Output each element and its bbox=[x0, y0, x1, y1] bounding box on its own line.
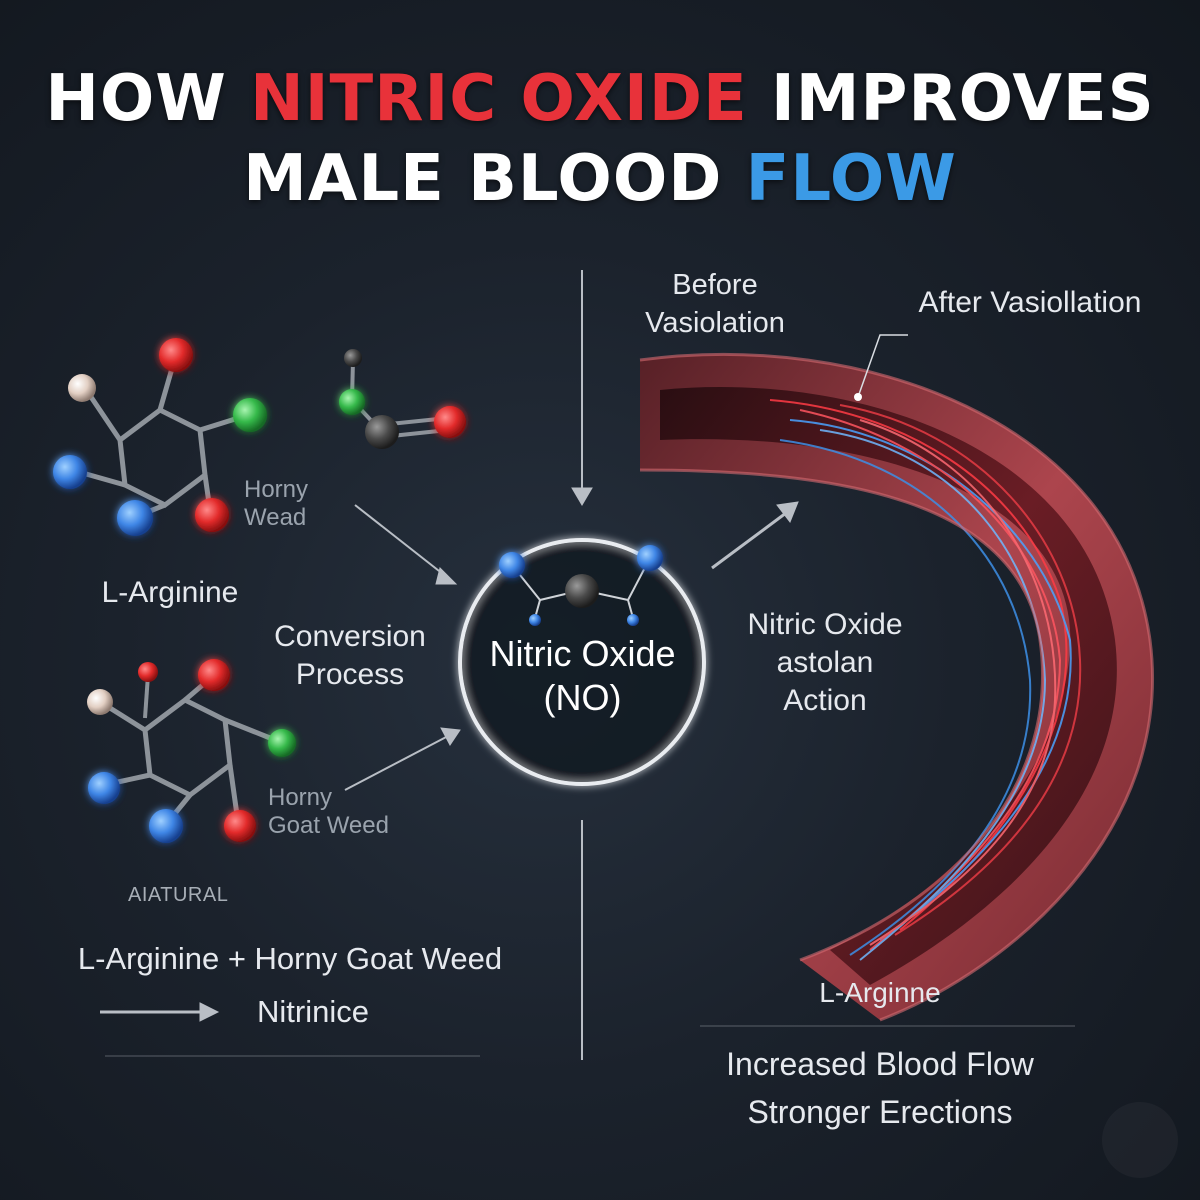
no-line2: (NO) bbox=[543, 677, 622, 718]
title-prefix-2: MALE BLOOD bbox=[243, 142, 746, 216]
molecule-l-arginine bbox=[53, 338, 267, 536]
after-vasiollation-label: After Vasiollation bbox=[918, 286, 1142, 319]
l-arginine-bottom-label: L-Arginne bbox=[819, 977, 941, 1008]
title-line-1: HOW NITRIC OXIDE IMPROVES bbox=[0, 62, 1200, 136]
conversion-line2: Process bbox=[295, 658, 405, 691]
action-line1: Nitric Oxide bbox=[747, 608, 903, 641]
result-line1: Increased Blood Flow bbox=[726, 1046, 1034, 1082]
title-highlight-flow: FLOW bbox=[745, 142, 957, 216]
no-line1: Nitric Oxide bbox=[489, 633, 676, 674]
molecule2-tag-line2: Goat Weed bbox=[268, 812, 389, 839]
nitric-oxide-action-label: Nitric Oxide astolan Action bbox=[730, 606, 920, 720]
title-suffix: IMPROVES bbox=[747, 62, 1155, 136]
equation-line1: L-Arginine + Horny Goat Weed bbox=[77, 941, 503, 976]
nitric-oxide-circle bbox=[458, 538, 706, 786]
title-highlight-nitric-oxide: NITRIC OXIDE bbox=[250, 62, 748, 136]
conversion-process-label: Conversion Process bbox=[260, 618, 440, 694]
molecule2-tag-line1: Horny bbox=[268, 784, 333, 811]
nitric-oxide-label: Nitric Oxide (NO) bbox=[460, 632, 705, 720]
arrow-top-left bbox=[354, 504, 449, 579]
flow-arrows bbox=[100, 270, 1075, 1060]
title-line-2: MALE BLOOD FLOW bbox=[0, 142, 1200, 216]
result-label: Increased Blood Flow Stronger Erections bbox=[700, 1040, 1060, 1136]
blood-vessel bbox=[639, 352, 1154, 1022]
molecule-small bbox=[339, 349, 466, 449]
before-line1: Before bbox=[672, 269, 758, 301]
brand-logo: AIATURAL bbox=[128, 884, 229, 906]
arrow-equation-head bbox=[199, 1002, 220, 1022]
after-pointer bbox=[857, 334, 908, 398]
equation-result: Nitrinice bbox=[257, 994, 369, 1029]
arrow-to-vessel bbox=[711, 508, 791, 570]
before-vasiolation-label: Before Vasiolation bbox=[630, 266, 800, 342]
before-line2: Vasiolation bbox=[645, 307, 785, 339]
arrow-down-head bbox=[571, 487, 593, 506]
action-line2: astolan bbox=[776, 646, 874, 679]
corner-badge bbox=[1102, 1102, 1178, 1178]
arrow-bottom-left-head bbox=[440, 727, 461, 746]
arrow-top-left-head bbox=[435, 567, 458, 585]
action-line3: Action bbox=[783, 684, 867, 717]
result-line2: Stronger Erections bbox=[747, 1094, 1013, 1130]
after-pointer-dot bbox=[854, 393, 862, 401]
title-prefix: HOW bbox=[45, 62, 251, 136]
molecule-horny-goat-weed bbox=[87, 659, 296, 843]
molecule1-tag-line1: Horny bbox=[244, 476, 309, 503]
arrow-to-vessel-head bbox=[776, 501, 799, 524]
molecule1-tag-line2: Wead bbox=[244, 504, 307, 531]
conversion-line1: Conversion bbox=[274, 620, 426, 653]
l-arginine-label: L-Arginine bbox=[101, 576, 239, 609]
molecule1-tag: Horny Wead bbox=[244, 476, 308, 532]
arrow-bottom-left bbox=[344, 734, 451, 791]
molecule2-tag: Horny Goat Weed bbox=[268, 784, 389, 840]
